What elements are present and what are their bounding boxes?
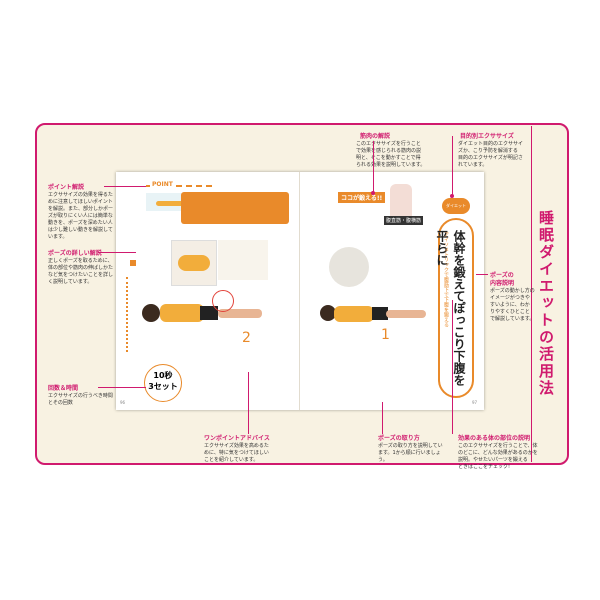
main-title: 体幹を鍛えてぽっこり下腹を平らに xyxy=(435,230,466,386)
ann-purpose-body: ダイエット目的のエクササイ ズか、こり予防を解消する 目的のエクササイズが明記さ… xyxy=(458,141,523,168)
ann-muscle-body: このエクササイズを行うこと で効果を感じられる筋肉の説 明と、そこを動かすことで… xyxy=(356,141,426,168)
step2-number: 2 xyxy=(242,330,251,346)
diet-tag: ダイエット xyxy=(442,198,470,214)
leader-howto xyxy=(382,402,383,434)
side-title-rule xyxy=(531,126,532,462)
page-number-right: 97 xyxy=(472,400,478,405)
ann-howto-title: ポーズの取り方 xyxy=(378,435,420,442)
title-panel: 体幹を鍛えてぽっこり下腹を平らに アイソメトリックで腹筋下で下腹を鍛える xyxy=(435,218,474,398)
book-spread: POINT 2 10秒 3セット 96 ココが鍛える!! 腹直筋・腹横筋 1 xyxy=(116,172,484,410)
ann-one-point-body: エクササイズ効果を高めるた めに、特に気をつけてほしい ことを紹介しています。 xyxy=(204,443,269,463)
koko-label: ココが鍛える!! xyxy=(338,192,386,203)
muscle-tag: 腹直筋・腹横筋 xyxy=(384,216,424,225)
step2-text xyxy=(256,332,296,372)
leader-muscle xyxy=(373,141,374,193)
page-number-left: 96 xyxy=(120,400,126,405)
side-title: 睡眠ダイエットの活用法 xyxy=(537,210,555,397)
ann-muscle-title: 筋肉の解説 xyxy=(360,133,391,140)
page-fold xyxy=(299,172,300,410)
ann-effect-body: このエクササイズを行うことで、体 のどこに、どんな効果があるのかを 説明。やせた… xyxy=(458,443,538,470)
ann-count-title: 回数＆時間 xyxy=(48,385,79,392)
figure-left xyxy=(138,290,262,330)
leader-one-point xyxy=(248,372,249,434)
leader-point xyxy=(104,186,146,187)
figure-right xyxy=(316,297,426,329)
leader-count xyxy=(98,387,146,388)
ann-pose-desc-title: ポーズの 内容説明 xyxy=(490,272,515,287)
left-orange-stripe xyxy=(126,277,131,352)
ann-pose-desc-body: ポーズの動かし方の イメージがつきや すいように、わか りやすくひとこと で解説… xyxy=(490,288,535,322)
ann-one-point-title: ワンポイントアドバイス xyxy=(204,435,270,442)
step1-text xyxy=(378,346,428,376)
ann-howto-body: ポーズの取り方を説明してい ます。1から順に行いましょ う。 xyxy=(378,443,443,463)
point-text-box xyxy=(181,192,289,224)
anatomy-figure xyxy=(390,184,412,222)
count-set: 3セット xyxy=(148,382,178,391)
leader-dot-muscle xyxy=(371,191,375,195)
step1-number: 1 xyxy=(381,327,390,343)
leader-effect xyxy=(452,300,453,434)
left-step-marker xyxy=(130,260,136,266)
ann-count-body: エクササイズの行うべき時間 とその回数 xyxy=(48,393,113,406)
sub-title: アイソメトリックで腹筋下で下腹を鍛える xyxy=(443,232,449,327)
leader-detail xyxy=(98,252,136,253)
ann-detail-body: 正しくポーズを取るために、 体の部位や筋肉の伸ばしかた など気をつけたいことを詳… xyxy=(48,258,114,285)
count-time: 10秒 xyxy=(153,371,173,380)
speech-bubble xyxy=(329,247,369,287)
zoom-photo xyxy=(171,240,217,286)
ann-detail-title: ポーズの詳しい解説 xyxy=(48,250,102,257)
count-circle: 10秒 3セット xyxy=(144,364,182,402)
ann-point-body: エクササイズの効果を得るた めに注意してほしいポイント を解説。また、部分しかポ… xyxy=(48,192,114,240)
ann-purpose-title: 目的別エクササイズ xyxy=(460,133,514,140)
zoom-caption xyxy=(218,240,268,280)
leader-purpose xyxy=(452,136,453,196)
ann-effect-title: 効果のある体の部位の説明 xyxy=(458,435,531,442)
leader-pose-desc xyxy=(476,274,488,275)
ann-point-title: ポイント解説 xyxy=(48,184,85,191)
koko-text xyxy=(330,204,388,220)
point-label: POINT xyxy=(150,181,175,188)
leader-dot-purpose xyxy=(450,194,454,198)
